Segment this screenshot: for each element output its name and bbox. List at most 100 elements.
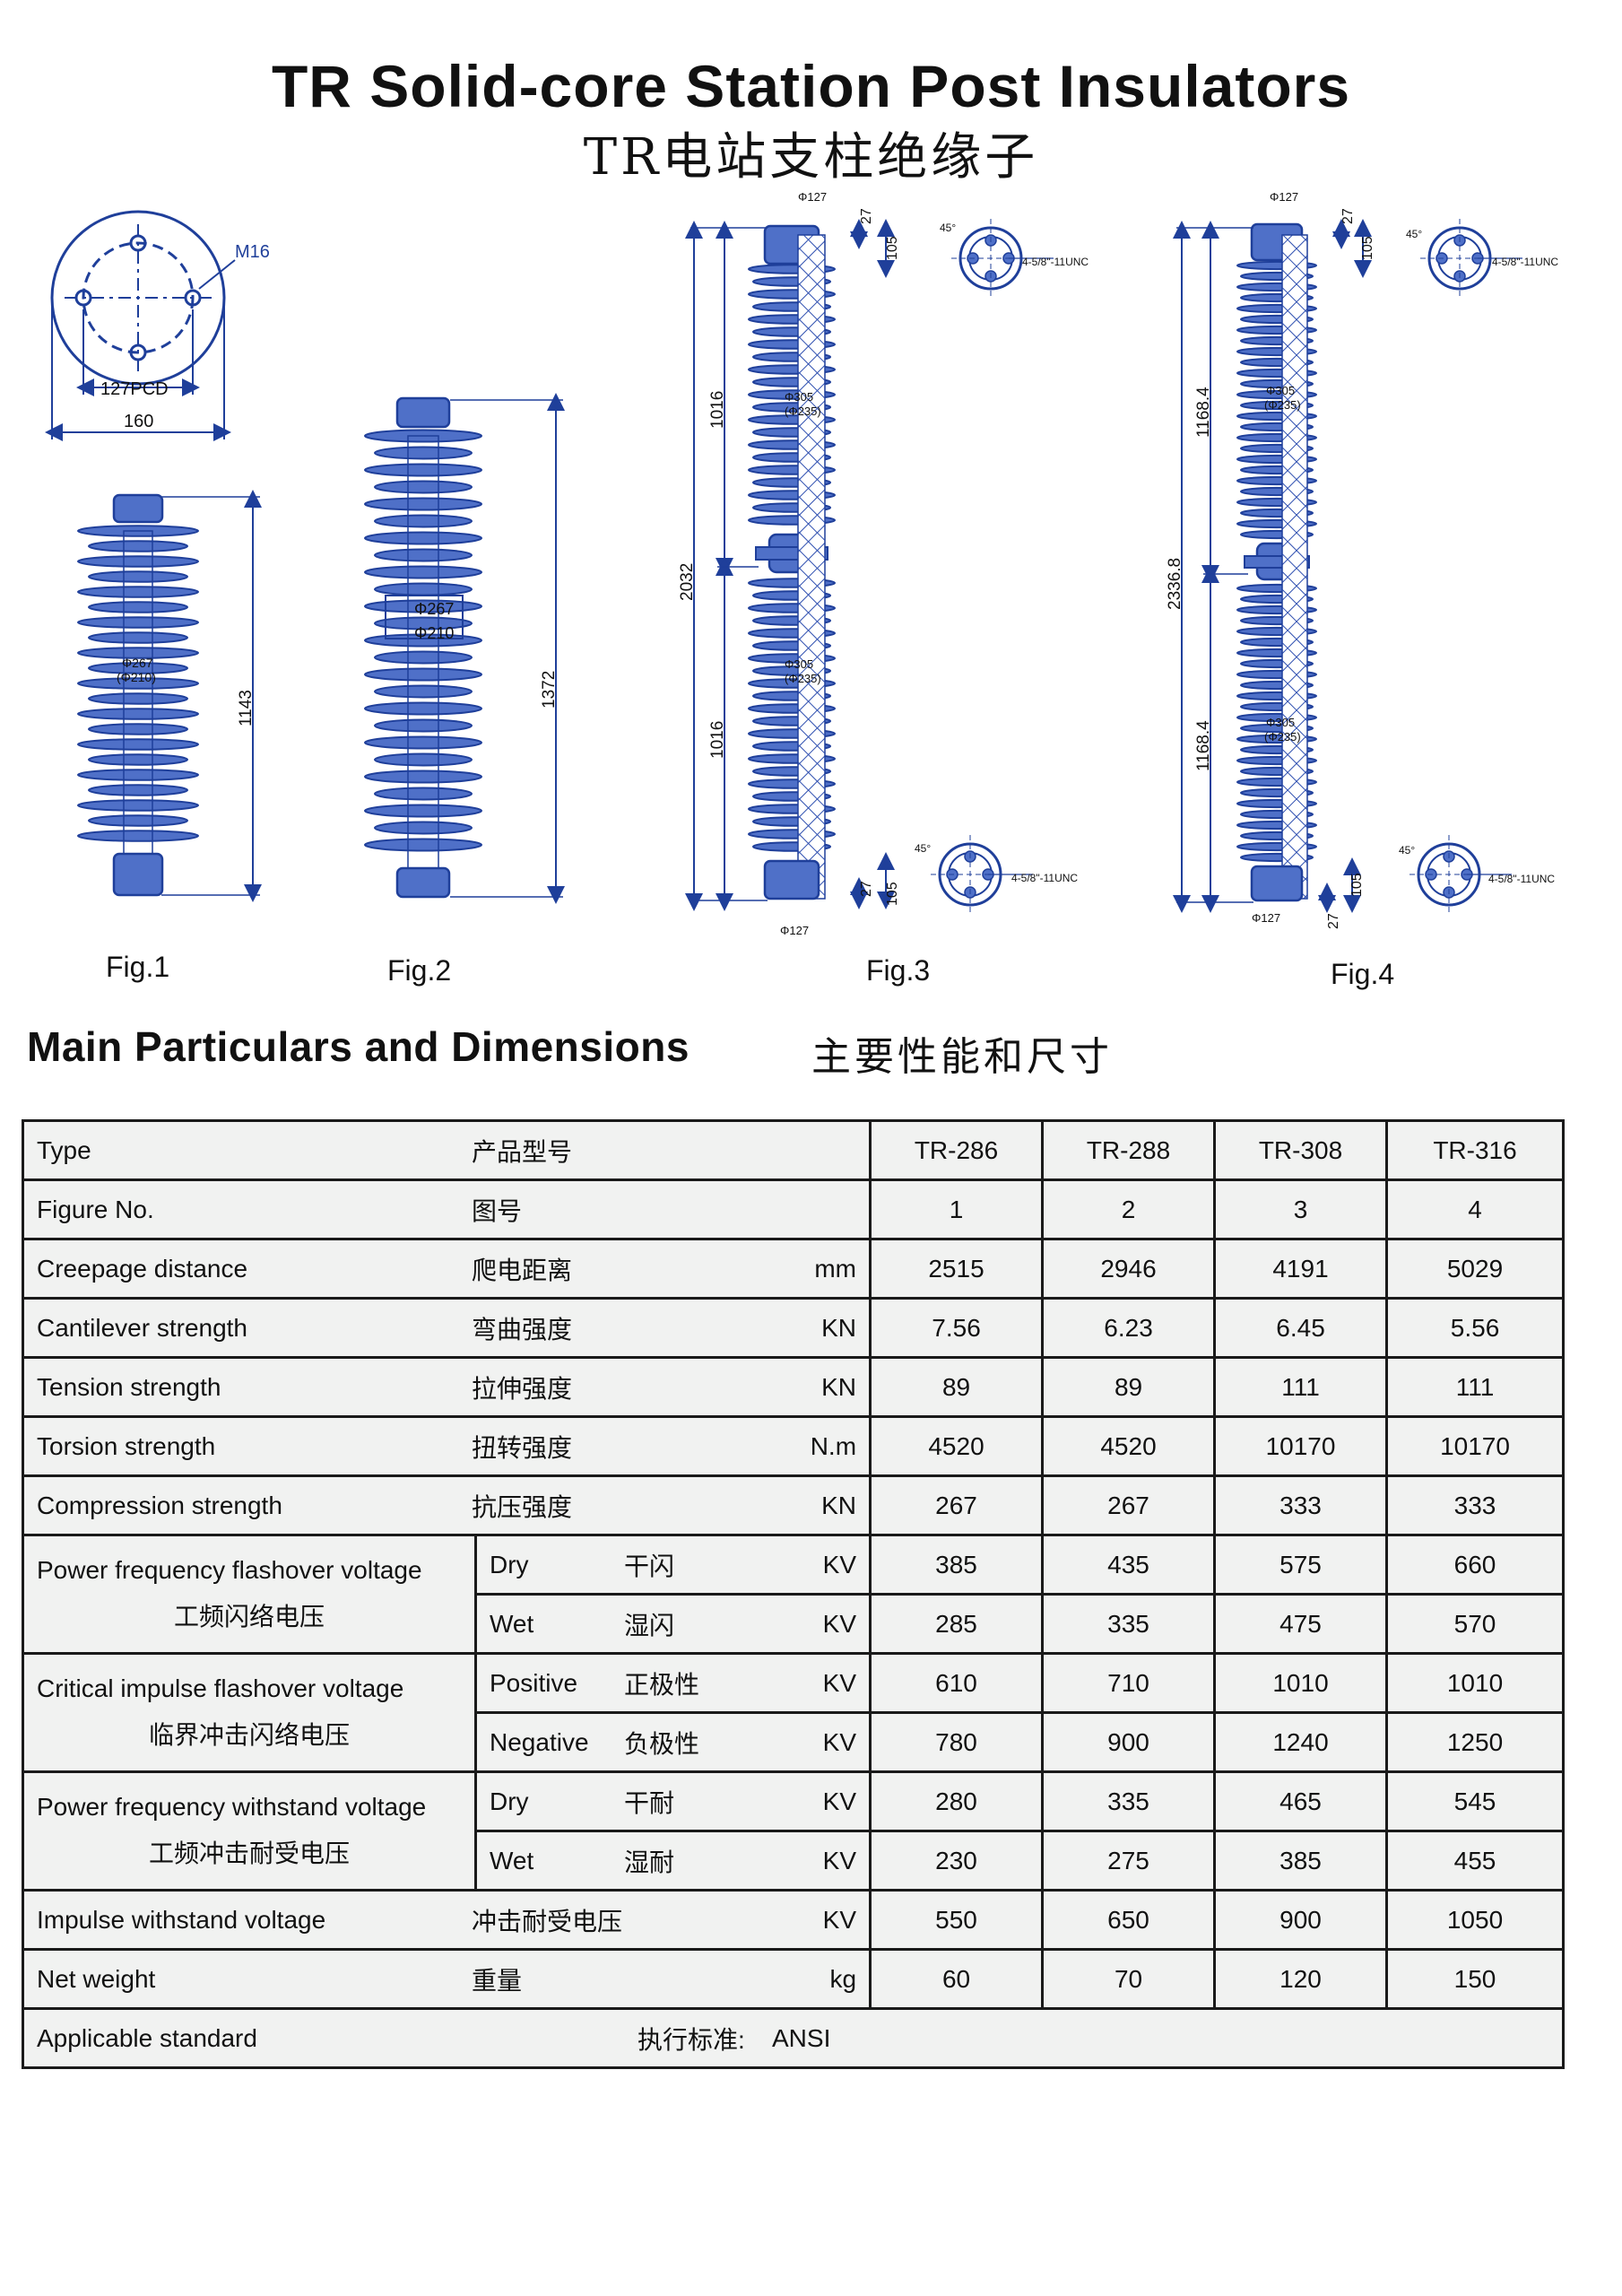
page-subtitle: TR电站支柱绝缘子: [583, 128, 1039, 187]
fig2-shed: [364, 838, 482, 852]
row-label-cn: 弯曲强度: [472, 1314, 573, 1344]
table-cell: 1250: [1385, 1711, 1566, 1773]
table-cell: 385: [869, 1534, 1045, 1596]
fig4-angle-bottom: 45°: [1399, 844, 1415, 857]
table-cell: 333: [1213, 1474, 1389, 1536]
table-cell: 1: [869, 1178, 1045, 1240]
fig2-shed: [364, 633, 482, 648]
row-label-cn: 扭转强度: [472, 1432, 573, 1463]
fig2-shed: [364, 565, 482, 579]
fig2-shed: [364, 531, 482, 545]
fig2-shed: [374, 480, 473, 494]
fig1-shed: [77, 738, 199, 751]
standard-label-cn: 执行标准:: [638, 2025, 745, 2054]
fig2-shed: [374, 650, 473, 665]
condition-label-cn: 正极性: [624, 1670, 700, 1699]
fig1-shed-dia: Φ267: [122, 656, 153, 670]
type-label: Type: [37, 1135, 91, 1164]
fig2-shed: [364, 463, 482, 477]
fig4-thread-top: 4-5/8"-11UNC: [1492, 256, 1558, 268]
flange-pcd-label: 127PCD: [100, 379, 169, 399]
table-cell: 335: [1041, 1593, 1217, 1655]
table-cell: 710: [1041, 1652, 1217, 1714]
condition-label: Wet: [490, 1609, 534, 1638]
fig2-shed: [364, 667, 482, 682]
table-cell: 385: [1213, 1830, 1389, 1892]
table-cell: 1050: [1385, 1889, 1566, 1951]
fig1-height: 1143: [237, 690, 256, 726]
table-cell: 2515: [869, 1238, 1045, 1300]
row-unit: KV: [822, 1668, 857, 1697]
fig1-shed: [88, 753, 188, 766]
row-unit: KN: [821, 1313, 857, 1342]
table-row: Critical impulse flashover voltage 临界冲击闪…: [22, 1652, 1566, 1773]
fig1-shed: [77, 830, 199, 842]
table-cell: 285: [869, 1593, 1045, 1655]
fig3-unit-upper: 1016: [708, 391, 727, 429]
table-cell: 335: [1041, 1770, 1217, 1832]
row-label-cn: 爬电距离: [472, 1255, 573, 1285]
fig2-shed: [364, 770, 482, 784]
table-cell: 1010: [1385, 1652, 1566, 1714]
fig4-caption: Fig.4: [1331, 958, 1395, 990]
table-cell: 475: [1213, 1593, 1389, 1655]
fig3-unit-lower: 1016: [708, 721, 727, 759]
flange-bolt-label: M16: [235, 242, 270, 262]
fig3-cap-dia-bottom: Φ127: [780, 924, 809, 937]
table-cell: 575: [1213, 1534, 1389, 1596]
table-cell: 89: [869, 1356, 1045, 1418]
fig2-shed: [364, 735, 482, 750]
fig1-shed: [77, 586, 199, 598]
fig4-shed-dia-upper: Φ305: [1266, 384, 1295, 397]
fig3-angle-bottom: 45°: [915, 842, 931, 855]
fig3-cap-dia-top: Φ127: [798, 190, 827, 204]
table-cell: 900: [1213, 1889, 1389, 1951]
condition-label-cn: 湿闪: [624, 1611, 675, 1639]
condition-label: Positive: [490, 1668, 578, 1697]
table-cell: 900: [1041, 1711, 1217, 1773]
row-unit: KV: [822, 1846, 857, 1874]
fig3-total: 2032: [678, 563, 697, 601]
table-row: Power frequency withstand voltage 工频冲击耐受…: [22, 1770, 1566, 1892]
fig4-core-dia-lower: (Φ235): [1264, 730, 1301, 744]
fig1-shed: [77, 555, 199, 568]
fig3-cap-h2-bottom: 105: [885, 882, 900, 906]
table-cell: 7.56: [869, 1297, 1045, 1359]
fig4-cap-dia-top: Φ127: [1270, 190, 1298, 204]
table-cell: 150: [1385, 1948, 1566, 2010]
fig2-shed: [374, 514, 473, 528]
fig2-shed: [364, 497, 482, 511]
fig2-shed-dia: Φ267: [414, 600, 454, 618]
fig3-cap-h1-bottom: 27: [859, 881, 874, 897]
row-label-cell: Figure No.图号: [21, 1178, 872, 1240]
table-cell: 267: [869, 1474, 1045, 1536]
fig4-unit-lower: 1168.4: [1194, 720, 1213, 771]
fig1-shed: [77, 799, 199, 812]
row-label-cn: 抗压强度: [472, 1492, 573, 1522]
fig4-cap-h1-bottom: 27: [1326, 913, 1341, 929]
fig2-shed: [364, 599, 482, 613]
group-label-cn: 工频冲击耐受电压: [148, 1838, 350, 1868]
fig2-shed: [374, 616, 473, 631]
row-unit: KV: [822, 1727, 857, 1756]
table-cell: 120: [1213, 1948, 1389, 2010]
fig3-bottom-cap: [763, 859, 820, 900]
fig3-angle-top: 45°: [940, 222, 956, 234]
fig2-shed: [364, 804, 482, 818]
section-title: Main Particulars and Dimensions: [27, 1023, 690, 1070]
fig2-shed: [374, 684, 473, 699]
fig2-core-dia: Φ210: [414, 624, 454, 642]
row-label: Torsion strength: [37, 1431, 216, 1460]
condition-label-cn: 湿耐: [624, 1848, 675, 1876]
table-cell: 89: [1041, 1356, 1217, 1418]
table-cell: 10170: [1213, 1415, 1389, 1477]
row-unit: KN: [821, 1491, 857, 1519]
fig2-shed: [374, 548, 473, 562]
technical-drawings: M16 127PCD 160 1143 Φ267 (Φ210) 1372 Φ26…: [45, 190, 1558, 937]
fig4-cap-h1-top: 27: [1340, 208, 1356, 224]
